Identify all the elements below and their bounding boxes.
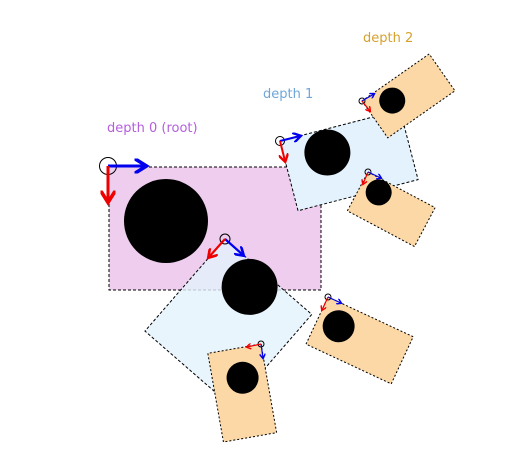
depth2-right-origin-axes — [322, 293, 341, 310]
x-axis-arrow — [367, 171, 381, 178]
origin-marker — [275, 136, 285, 146]
depth2-top-blob — [379, 87, 406, 114]
origin-marker — [358, 97, 366, 105]
y-axis-arrow — [247, 344, 262, 347]
depth1-upper-origin-axes — [275, 136, 301, 161]
x-axis-arrow — [224, 238, 243, 255]
depth2-top-origin-axes — [358, 94, 374, 111]
depth1-node-lower — [144, 238, 313, 408]
x-axis-arrow — [279, 136, 300, 141]
x-axis-arrow — [261, 343, 263, 358]
y-axis-arrow — [363, 171, 369, 184]
depth2-label: depth 2 — [363, 31, 413, 46]
y-axis-arrow — [209, 238, 226, 257]
depth1-lower-origin-axes — [209, 233, 243, 257]
depth2-right-blob — [322, 310, 355, 343]
depth1-label: depth 1 — [263, 87, 313, 102]
y-axis-arrow — [361, 100, 370, 111]
depth2-mid-origin-axes — [363, 168, 381, 184]
depth2-node-bottom — [207, 343, 278, 443]
y-axis-arrow — [280, 140, 285, 161]
depth0-blob — [124, 179, 208, 263]
x-axis-arrow — [361, 94, 374, 102]
depth2-mid-blob — [365, 179, 392, 206]
y-axis-arrow — [322, 296, 329, 310]
origin-marker — [324, 293, 332, 301]
x-axis-arrow — [327, 296, 341, 303]
depth2-bottom-origin-axes — [247, 340, 264, 358]
depth2-node-mid — [346, 171, 436, 248]
origin-marker — [219, 233, 231, 245]
depth0-label: depth 0 (root) — [107, 121, 198, 136]
depth0-origin-axes — [99, 157, 146, 202]
depth1-lower-blob — [221, 258, 278, 315]
depth2-node-right — [305, 296, 414, 385]
origin-marker — [364, 168, 372, 176]
depth1-upper-blob — [304, 129, 351, 176]
depth2-bottom-blob — [226, 361, 259, 394]
